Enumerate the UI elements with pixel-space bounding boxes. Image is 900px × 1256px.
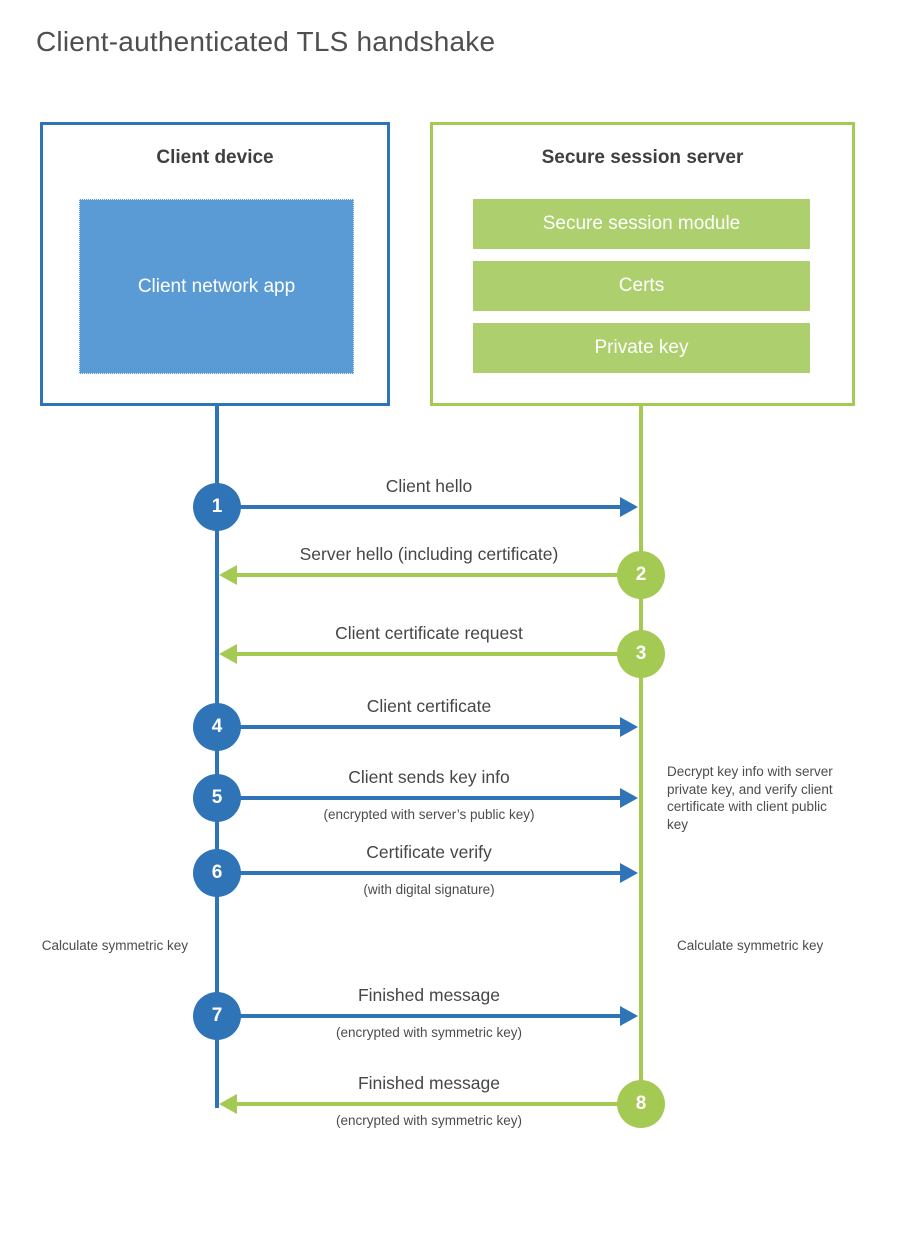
- step-5-arrowhead-right-icon: [620, 788, 638, 808]
- server-lifeline: [639, 406, 643, 1104]
- step-8-label: Finished message: [357, 1073, 501, 1093]
- step-8-arrowhead-left-icon: [219, 1094, 237, 1114]
- step-7-arrow-shaft: [217, 1014, 623, 1018]
- step-6-number-badge: 6: [193, 849, 241, 897]
- step-8-arrow-shaft: [237, 1102, 641, 1106]
- step-1-label: Client hello: [385, 476, 473, 496]
- step-2-number-badge: 2: [617, 551, 665, 599]
- step-1-number-badge: 1: [193, 483, 241, 531]
- secure-session-server-title: Secure session server: [541, 147, 744, 168]
- step-1-arrowhead-right-icon: [620, 497, 638, 517]
- step-5-number-badge: 5: [193, 774, 241, 822]
- step-5-label: Client sends key info: [348, 767, 510, 787]
- step-5-sublabel: (encrypted with server’s public key): [323, 807, 535, 822]
- step-4-label: Client certificate: [366, 696, 492, 716]
- step-3-arrowhead-left-icon: [219, 644, 237, 664]
- client-lifeline: [215, 406, 219, 1108]
- step-2-arrow-shaft: [237, 573, 641, 577]
- step-4-arrow-shaft: [217, 725, 623, 729]
- step-2-arrowhead-left-icon: [219, 565, 237, 585]
- step-2-label: Server hello (including certificate): [299, 544, 559, 564]
- client-device-box: Client device Client network app: [40, 122, 390, 406]
- step-8-number-badge: 8: [617, 1080, 665, 1128]
- step-4-number-badge: 4: [193, 703, 241, 751]
- secure-session-server-box: Secure session server Secure session mod…: [430, 122, 855, 406]
- step-3-number-badge: 3: [617, 630, 665, 678]
- step-7-sublabel: (encrypted with symmetric key): [335, 1025, 523, 1040]
- step-6-sublabel: (with digital signature): [363, 882, 495, 897]
- step-6-arrowhead-right-icon: [620, 863, 638, 883]
- step-6-label: Certificate verify: [366, 842, 492, 862]
- server-module-private-key: Private key: [473, 323, 810, 373]
- client-network-app-box: Client network app: [79, 199, 354, 374]
- client-device-title: Client device: [156, 147, 274, 168]
- step-4-arrowhead-right-icon: [620, 717, 638, 737]
- step-3-label: Client certificate request: [335, 623, 523, 643]
- step-3-arrow-shaft: [237, 652, 641, 656]
- step-8-sublabel: (encrypted with symmetric key): [335, 1113, 523, 1128]
- calculate-symmetric-key-note-server: Calculate symmetric key: [677, 938, 824, 953]
- step-7-arrowhead-right-icon: [620, 1006, 638, 1026]
- client-network-app-label: Client network app: [137, 275, 296, 297]
- step-1-arrow-shaft: [217, 505, 623, 509]
- calculate-symmetric-key-note-client: Calculate symmetric key: [41, 938, 188, 953]
- decrypt-key-note: Decrypt key info with server private key…: [667, 764, 833, 832]
- step-6-arrow-shaft: [217, 871, 623, 875]
- page-title: Client-authenticated TLS handshake: [36, 26, 496, 57]
- server-module-certs: Certs: [473, 261, 810, 311]
- step-7-label: Finished message: [357, 985, 501, 1005]
- step-7-number-badge: 7: [193, 992, 241, 1040]
- step-5-arrow-shaft: [217, 796, 623, 800]
- server-module-secure-session: Secure session module: [473, 199, 810, 249]
